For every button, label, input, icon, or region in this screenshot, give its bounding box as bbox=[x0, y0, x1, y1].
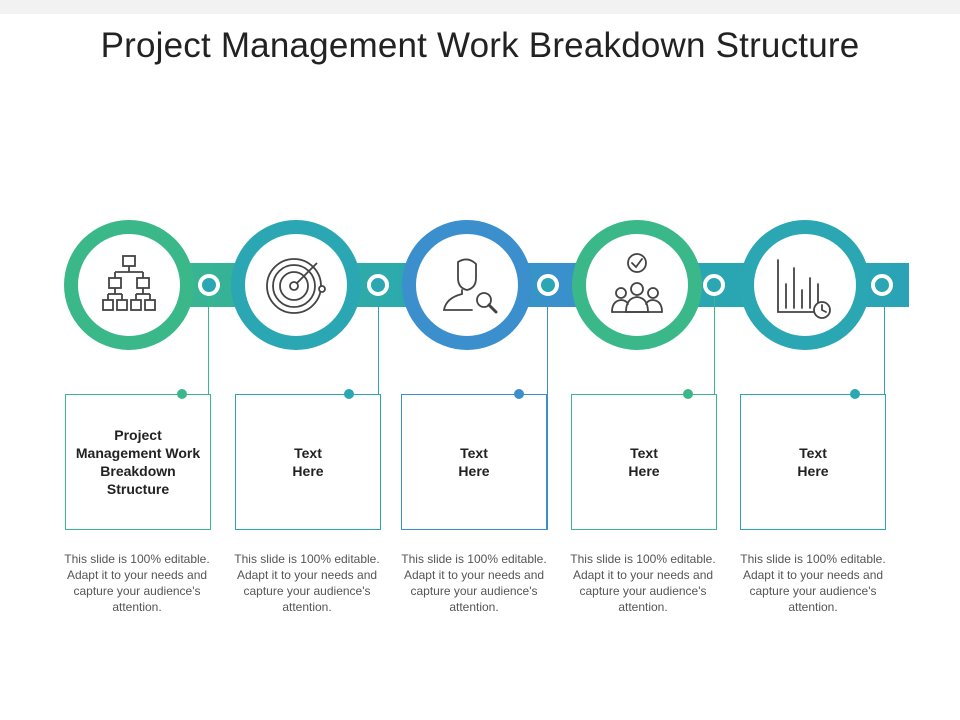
step-1-box: Project Management Work Breakdown Struct… bbox=[65, 394, 211, 530]
step-3-box: Text Here bbox=[401, 394, 547, 530]
step-1-description: This slide is 100% editable. Adapt it to… bbox=[64, 552, 210, 614]
page-title: Project Management Work Breakdown Struct… bbox=[100, 26, 860, 65]
step-4-box-dot bbox=[683, 389, 693, 399]
team-check-icon bbox=[611, 253, 663, 313]
step-1-label: Project Management Work Breakdown Struct… bbox=[75, 427, 201, 497]
org-chart-icon bbox=[102, 255, 156, 311]
step-2-box: Text Here bbox=[235, 394, 381, 530]
step-3-connector-dot bbox=[537, 274, 559, 296]
step-5-connector-dot bbox=[871, 274, 893, 296]
step-4-connector-dot bbox=[703, 274, 725, 296]
step-4-box: Text Here bbox=[571, 394, 717, 530]
step-4-description: This slide is 100% editable. Adapt it to… bbox=[570, 552, 716, 614]
step-1-circle bbox=[64, 220, 194, 350]
step-5-description: This slide is 100% editable. Adapt it to… bbox=[740, 552, 886, 614]
step-1-connector-dot bbox=[198, 274, 220, 296]
step-1-box-dot bbox=[177, 389, 187, 399]
step-3-connector-line bbox=[547, 296, 548, 530]
step-2-box-dot bbox=[344, 389, 354, 399]
step-4-circle bbox=[572, 220, 702, 350]
step-2-label: Text Here bbox=[292, 445, 324, 479]
user-search-icon bbox=[442, 258, 498, 314]
step-3-description: This slide is 100% editable. Adapt it to… bbox=[401, 552, 547, 614]
step-2-connector-dot bbox=[367, 274, 389, 296]
step-2-circle bbox=[231, 220, 361, 350]
step-2-description: This slide is 100% editable. Adapt it to… bbox=[234, 552, 380, 614]
step-3-label: Text Here bbox=[458, 445, 490, 479]
target-icon bbox=[266, 258, 326, 314]
step-3-circle bbox=[402, 220, 532, 350]
step-3-box-dot bbox=[514, 389, 524, 399]
step-5-box-dot bbox=[850, 389, 860, 399]
step-5-label: Text Here bbox=[797, 445, 829, 479]
chart-clock-icon bbox=[777, 259, 831, 319]
step-5-box: Text Here bbox=[740, 394, 886, 530]
step-4-label: Text Here bbox=[628, 445, 660, 479]
top-bar bbox=[0, 0, 960, 14]
step-5-circle bbox=[740, 220, 870, 350]
